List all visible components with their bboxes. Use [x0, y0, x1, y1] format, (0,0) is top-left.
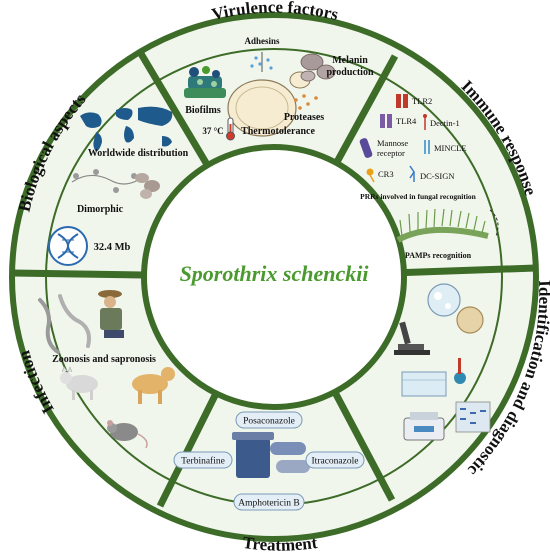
cr3-label: CR3 [378, 169, 394, 179]
cr3-icon [366, 168, 375, 183]
pcr-machine-icon [403, 412, 445, 441]
microscope-icon [394, 321, 430, 355]
genome-size-label: 32.4 Mb [94, 242, 131, 253]
hyphae-conidia-icon [71, 169, 139, 193]
dcsign-label: DC-SIGN [420, 171, 454, 181]
outer-ring [9, 12, 539, 542]
drug-pill-terbinafine: Terbinafine [173, 451, 233, 469]
mannose-label-1: Mannose [377, 138, 408, 148]
mannose-label-2: receptor [377, 148, 405, 158]
treatment-title: Treatment [242, 533, 319, 555]
world-map-icon [80, 106, 173, 152]
identification-sector [394, 283, 491, 441]
adhesins-label: Adhesins [244, 36, 280, 46]
dna-icon [48, 226, 88, 266]
drug-pill-posaconazole: Posaconazole [235, 411, 303, 429]
drug-pill-itraconazole: Itraconazole [305, 451, 365, 469]
gel-electrophoresis-icon [455, 401, 491, 433]
virulence-sector: Adhesins Melanin production Biofilms [184, 36, 374, 141]
hyphae-icon [38, 294, 91, 354]
drug-label-posaconazole: Posaconazole [243, 417, 295, 427]
proteases-icon [294, 94, 318, 110]
melanin-icon [300, 53, 336, 82]
capsule-icon [270, 442, 310, 473]
center-title: Sporothrix schenckii [180, 261, 370, 286]
temperature-label: 37 °C [202, 126, 223, 136]
petri-dish-icon [427, 283, 484, 334]
immune-sector: TLR2 TLR4 Dectin-1 Mannose receptor MINC… [359, 94, 499, 260]
tlr2-label: TLR2 [412, 96, 432, 106]
drug-label-terbinafine: Terbinafine [181, 456, 225, 467]
biofilm-icon [184, 66, 226, 98]
mincle-label: MINCLE [434, 143, 467, 153]
infection-sector: Zoonosis and sapronosis [38, 290, 175, 449]
proteases-label: Proteases [284, 112, 324, 123]
adhesins-icon [250, 52, 273, 72]
melanin-label-1: Melanin [332, 55, 368, 66]
zoonosis-label: Zoonosis and sapronosis [52, 354, 156, 365]
drug-label-amphotericin: Amphotericin B [238, 499, 299, 509]
tlr4-label: TLR4 [396, 116, 417, 126]
thermometer-icon [226, 117, 235, 141]
yeast-cell-icon [227, 71, 311, 137]
farmer-icon [98, 290, 124, 338]
thermotolerance-label: Thermotolerance [241, 126, 315, 137]
drug-label-itraconazole: Itraconazole [312, 457, 359, 467]
biological-sector: Worldwide distribution Dimorphic 32.4 Mb [48, 106, 189, 266]
cat-icon [60, 366, 98, 400]
dimorphic-label: Dimorphic [77, 204, 124, 215]
dectin-label: Dectin-1 [430, 118, 460, 128]
tlr2-icon [396, 94, 408, 108]
dcsign-icon [409, 165, 415, 182]
mouse-icon [107, 420, 148, 449]
biofilms-label: Biofilms [185, 105, 221, 116]
pamps-label: PAMPs recognition [405, 251, 472, 260]
dectin-icon [423, 114, 427, 130]
mincle-icon [424, 140, 430, 154]
dog-icon [132, 367, 175, 404]
treatment-sector: Posaconazole Terbinafine Itraconazole Am… [173, 411, 365, 511]
drug-pill-amphotericin: Amphotericin B [233, 493, 305, 511]
mannose-receptor-icon [359, 138, 373, 158]
yeast-cluster-icon [135, 173, 160, 199]
drug-bottle-icon [232, 432, 274, 478]
melanin-label-2: production [326, 67, 373, 78]
pamps-surface-icon [396, 208, 499, 243]
tlr4-icon [380, 114, 392, 128]
culture-tray-icon [401, 358, 466, 397]
prrs-label: PRRs involved in fungal recognition [360, 192, 477, 201]
distribution-label: Worldwide distribution [88, 148, 189, 159]
